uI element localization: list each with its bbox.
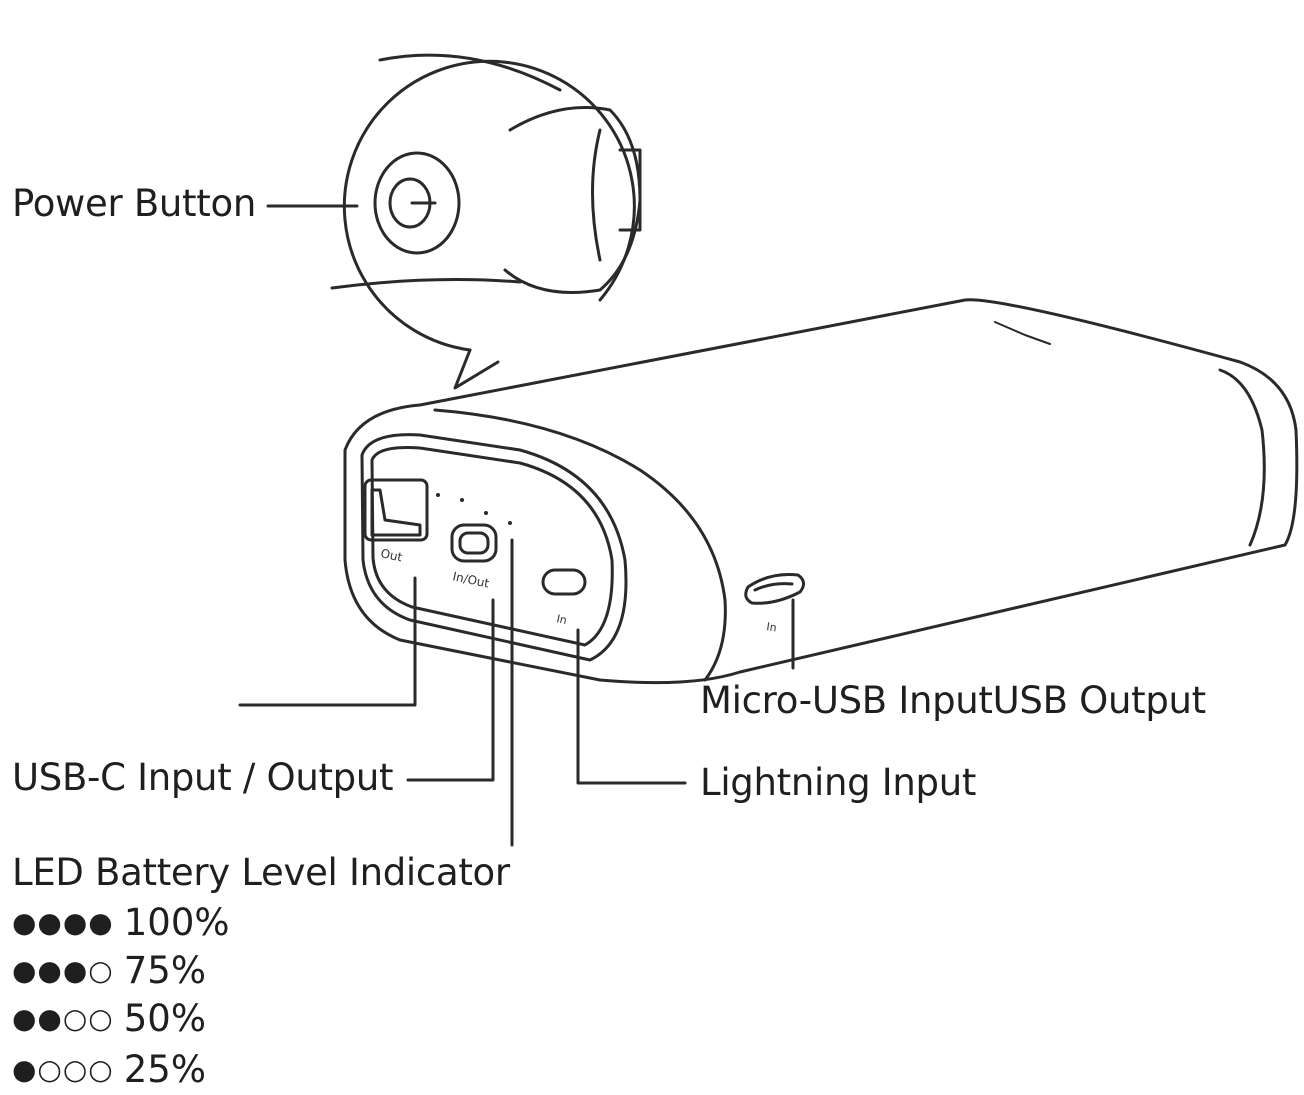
port-label-in-out: In/Out: [451, 569, 490, 590]
led-dots: ●●●○: [12, 954, 114, 987]
callout-power-button: Power Button: [12, 182, 256, 225]
led-level-label: 100%: [123, 901, 230, 944]
led-level-row: ●○○○ 25%: [12, 1048, 206, 1092]
power-bank-body: [343, 298, 1299, 685]
callout-lightning: Lightning Input: [700, 761, 977, 804]
led-level-label: 25%: [123, 1048, 206, 1091]
led-level-row: ●●●● 100%: [12, 901, 230, 945]
led-level-label: 50%: [123, 997, 206, 1040]
callout-led-title: LED Battery Level Indicator: [12, 851, 510, 894]
led-dots: ●●●●: [12, 906, 114, 939]
callout-usb-c: USB-C Input / Output: [12, 756, 394, 799]
callout-micro-usb-input: Micro-USB InputUSB Output: [700, 679, 1206, 723]
port-label-out: Out: [379, 546, 403, 564]
usb-c-port: [450, 523, 498, 563]
callout-micro-usb-input-text: Micro-USB Input: [700, 679, 993, 722]
leader-lines: [238, 538, 795, 847]
port-label-micro-in: In: [766, 620, 778, 634]
led-level-row: ●●●○ 75%: [12, 949, 206, 993]
callout-usb-output: USB Output: [992, 679, 1207, 722]
port-label-lightning-in: In: [555, 612, 568, 627]
zoom-circle: [330, 53, 642, 390]
led-level-label: 75%: [123, 949, 206, 992]
led-level-row: ●●○○ 50%: [12, 997, 206, 1041]
led-indicator: [436, 493, 512, 525]
power-button-icon: [266, 151, 461, 255]
usb-a-port: [363, 478, 429, 542]
led-dots: ●●○○: [12, 1002, 114, 1035]
micro-usb-port: [744, 573, 805, 605]
lightning-port: [541, 568, 587, 596]
led-dots: ●○○○: [12, 1053, 114, 1086]
